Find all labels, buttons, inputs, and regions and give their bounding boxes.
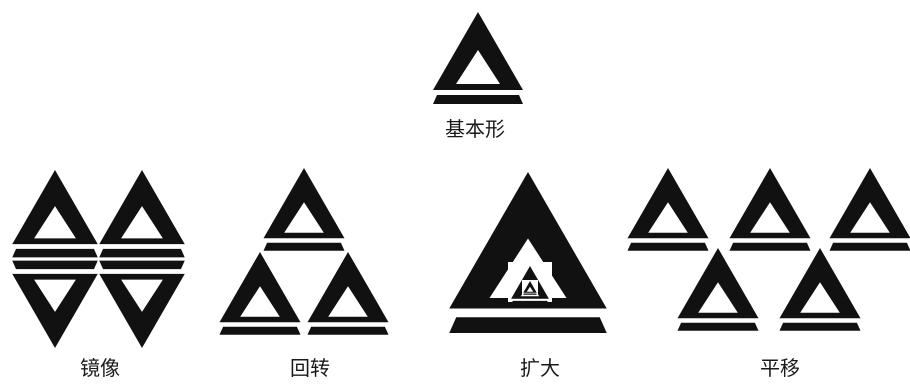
rotation-motif-top (263, 168, 345, 251)
label-rotate: 回转 (290, 356, 330, 380)
translation-pattern (627, 168, 910, 331)
rotation-motif-left (219, 252, 301, 335)
translation-motif-4 (677, 248, 759, 331)
rotation-pattern (219, 168, 389, 335)
basic-shape (433, 12, 523, 104)
enlarge-motif-small (522, 280, 538, 295)
enlarge-pattern (449, 172, 607, 333)
translation-motif-5 (779, 248, 861, 331)
translation-motif-2 (729, 168, 811, 251)
rotation-motif-right (307, 252, 389, 335)
enlarge-motif-large (449, 172, 607, 333)
mirror-motif-top-left (12, 170, 98, 258)
translation-motif-3 (829, 168, 910, 251)
mirror-pattern (12, 170, 185, 348)
mirror-motif-top-right (99, 170, 185, 258)
label-enlarge: 扩大 (520, 356, 560, 380)
label-mirror: 镜像 (80, 356, 120, 380)
label-translate: 平移 (760, 356, 800, 380)
mirror-motif-bottom-left (12, 260, 98, 348)
mirror-motif-bottom-right (99, 260, 185, 348)
label-basic-shape: 基本形 (445, 117, 505, 141)
translation-motif-1 (627, 168, 709, 251)
